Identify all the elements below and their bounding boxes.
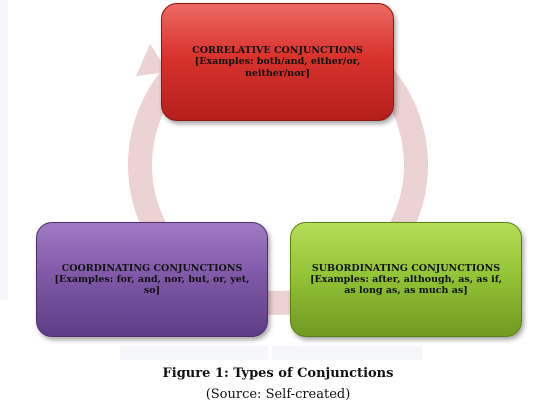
cycle-arrowhead <box>136 44 168 76</box>
correlative-conjunctions-box: CORRELATIVE CONJUNCTIONS [Examples: both… <box>161 3 394 121</box>
box-title: SUBORDINATING CONJUNCTIONS <box>311 262 501 274</box>
figure-caption: Figure 1: Types of Conjunctions <box>162 366 394 381</box>
box-title: COORDINATING CONJUNCTIONS <box>61 262 243 274</box>
figure-source: (Source: Self-created) <box>205 387 351 402</box>
background-strip <box>272 346 422 360</box>
subordinating-box-text: SUBORDINATING CONJUNCTIONS [Examples: af… <box>303 263 509 297</box>
box-title: CORRELATIVE CONJUNCTIONS <box>192 45 363 57</box>
background-strip <box>120 346 268 360</box>
box-examples: [Examples: after, although, as, as if, a… <box>310 273 502 297</box>
subordinating-conjunctions-box: SUBORDINATING CONJUNCTIONS [Examples: af… <box>290 222 522 337</box>
box-examples: [Examples: both/and, either/or, neither/… <box>194 56 361 79</box>
correlative-box-text: CORRELATIVE CONJUNCTIONS [Examples: both… <box>174 45 381 79</box>
coordinating-conjunctions-box: COORDINATING CONJUNCTIONS [Examples: for… <box>36 222 268 337</box>
box-examples: [Examples: for, and, nor, but, or, yet, … <box>54 273 250 297</box>
background-strip <box>0 0 8 300</box>
coordinating-box-text: COORDINATING CONJUNCTIONS [Examples: for… <box>49 263 255 297</box>
